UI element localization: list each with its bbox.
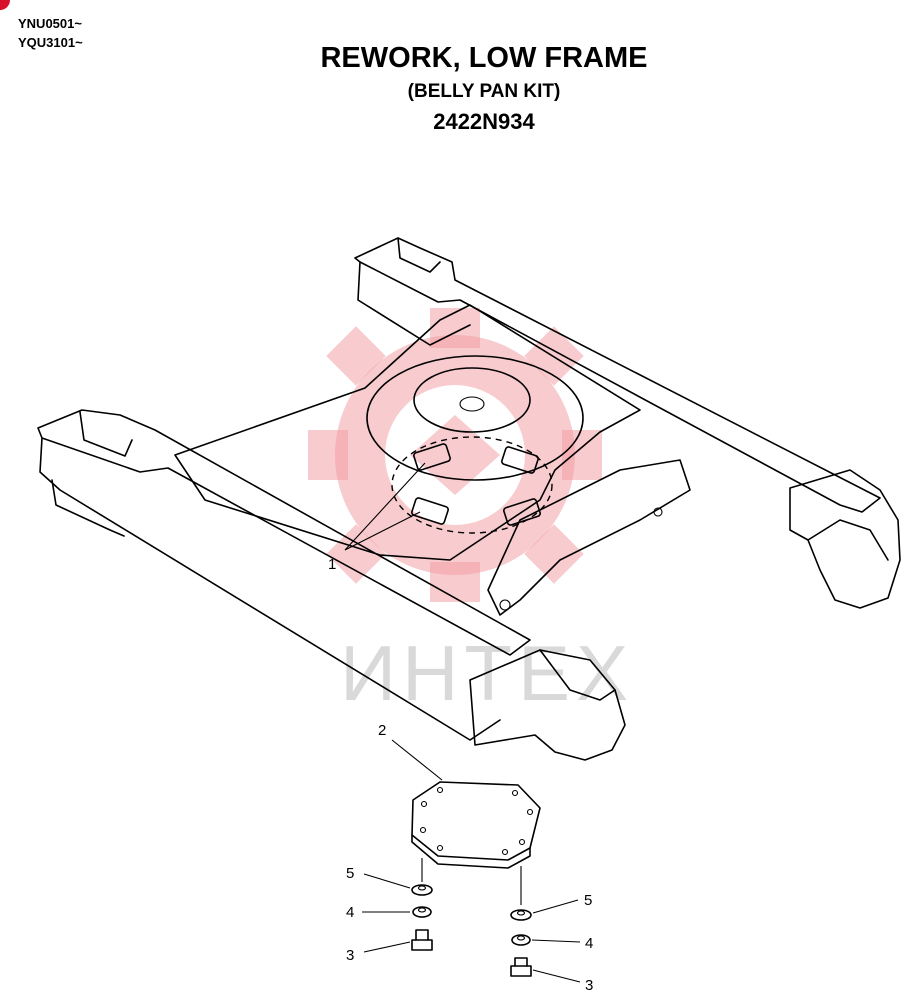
bolt-left-head <box>411 939 433 951</box>
support-arm-hole-2 <box>653 507 663 517</box>
watermark-gear <box>308 308 602 602</box>
washer-right-hole <box>516 935 526 941</box>
front-rail-step <box>51 479 125 537</box>
belly-pan-bolt-hole-8 <box>420 800 428 808</box>
belly-pan-opening <box>391 436 553 534</box>
pad-3 <box>411 497 449 525</box>
swing-bearing-inner <box>413 367 531 433</box>
belly-pan-bolt-hole-7 <box>419 826 427 834</box>
swing-bearing-outer <box>366 355 584 481</box>
belly-pan <box>411 781 541 869</box>
callout-bolt-left: 3 <box>346 947 354 964</box>
pad-2 <box>501 446 539 474</box>
leader-bolt-right <box>532 969 581 983</box>
serial-range-2: YQU3101~ <box>18 35 83 50</box>
front-idler-housing <box>469 649 626 761</box>
belly-pan-bolt-hole-1 <box>436 786 444 794</box>
title-block: REWORK, LOW FRAME (BELLY PAN KIT) 2422N9… <box>184 38 784 138</box>
belly-pan-bolt-hole-3 <box>526 808 534 816</box>
callout-washer-right: 4 <box>585 935 593 952</box>
hardware-right <box>510 866 532 977</box>
rear-rail-bracket <box>397 237 441 273</box>
front-side-rail <box>37 409 531 656</box>
pad-4 <box>503 498 541 526</box>
leader-bolt-left <box>363 941 411 953</box>
support-arm-hole <box>499 599 511 611</box>
callout-belly-pan: 2 <box>378 722 386 739</box>
leader-pad-a <box>344 462 426 551</box>
callout-washer-left: 4 <box>346 904 354 921</box>
leader-washer-right <box>531 939 581 943</box>
belly-pan-bolt-hole-5 <box>501 848 509 856</box>
lower-frame <box>37 237 901 761</box>
rear-side-rail <box>354 237 881 513</box>
swing-bearing-hub <box>459 396 485 412</box>
leader-pad-b <box>344 511 421 551</box>
page-title: REWORK, LOW FRAME <box>320 42 648 74</box>
spacer-left-hole <box>417 885 427 891</box>
serial-range-1: YNU0501~ <box>18 16 82 31</box>
part-number: 2422N934 <box>433 109 535 134</box>
front-rail-face <box>39 437 501 741</box>
belly-pan-plate <box>411 781 541 861</box>
rear-idler-edge <box>807 519 889 561</box>
washer-left <box>412 906 432 918</box>
belly-pan-bolt-hole-4 <box>518 838 526 846</box>
watermark-text: ИНТЕХ <box>340 629 634 717</box>
serial-ranges: YNU0501~ YQU3101~ <box>18 14 83 52</box>
leader-belly-pan <box>391 739 443 781</box>
spacer-right-hole <box>516 910 526 916</box>
spacer-left <box>411 884 433 896</box>
callout-spacer-left: 5 <box>346 865 354 882</box>
corner-marker <box>0 0 10 10</box>
belly-pan-thickness <box>411 834 531 869</box>
callout-spacer-right: 5 <box>584 892 592 909</box>
bolt-right-head <box>510 965 532 977</box>
callout-pad: 1 <box>328 556 336 573</box>
front-idler-edge <box>539 649 616 701</box>
hardware-left <box>411 858 433 951</box>
leader-spacer-left <box>363 873 411 889</box>
support-arm <box>487 459 691 616</box>
spacer-right <box>510 909 532 921</box>
rear-rail-face <box>357 261 471 346</box>
washer-right <box>511 934 531 946</box>
page-subtitle: (BELLY PAN KIT) <box>407 81 561 102</box>
belly-pan-bolt-hole-2 <box>511 789 519 797</box>
rear-idler-housing <box>789 469 901 609</box>
front-rail-bracket <box>79 411 133 457</box>
callout-bolt-right: 3 <box>585 977 593 994</box>
pad-1 <box>413 443 451 471</box>
belly-pan-bolt-hole-6 <box>436 844 444 852</box>
bolt-left-shank <box>415 929 429 941</box>
center-body <box>174 304 641 561</box>
leader-spacer-right <box>532 899 579 914</box>
bolt-right-shank <box>514 957 528 967</box>
washer-left-hole <box>417 907 427 913</box>
